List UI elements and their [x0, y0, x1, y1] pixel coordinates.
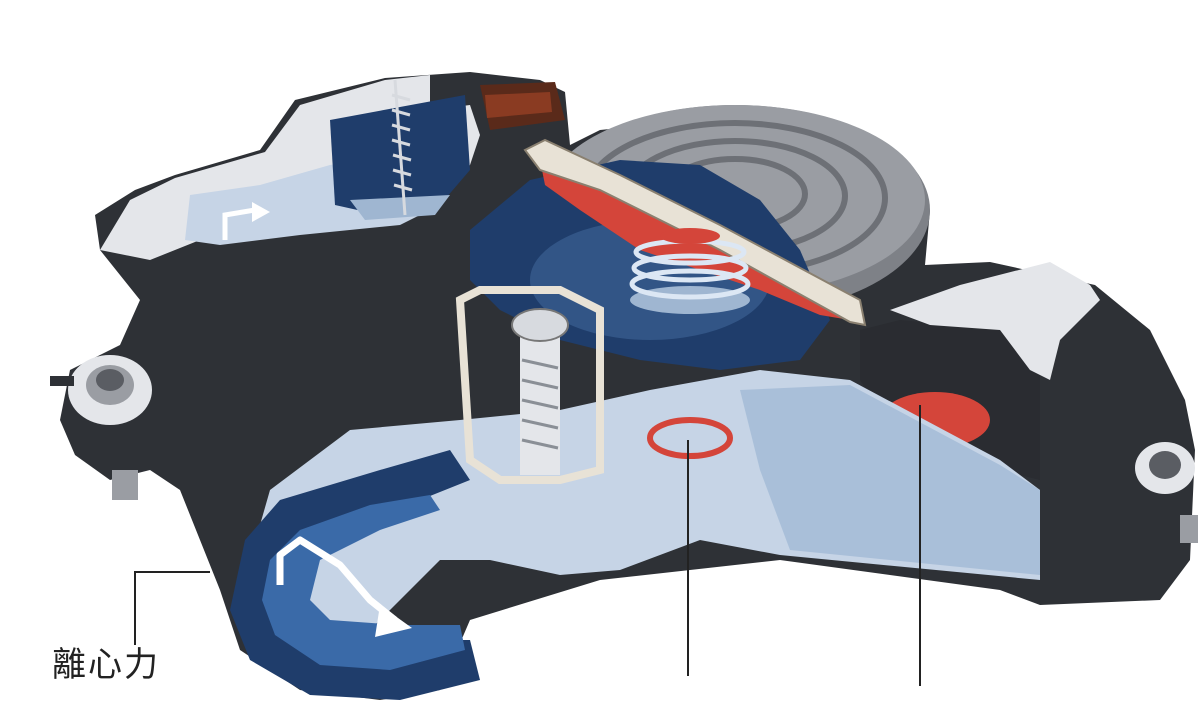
- centrifugal-force-label: 離心力: [52, 645, 160, 685]
- right-cap: [890, 262, 1100, 380]
- small-seal: [647, 417, 733, 459]
- post-walls: [455, 286, 604, 484]
- spring: [391, 79, 413, 216]
- center-bolt: [511, 308, 569, 475]
- leader-centrifugal: [134, 571, 210, 645]
- coil-stack: [629, 228, 751, 314]
- left-mount-bolt: [50, 355, 152, 500]
- outlet-pipe-inner: [262, 495, 465, 670]
- right-mount-bolt: [1135, 442, 1198, 543]
- spring-chamber-floor: [350, 195, 450, 220]
- flow-arrow-inlet: [222, 202, 270, 240]
- flow-arrow-outlet: [276, 536, 412, 637]
- copper-plate: [485, 92, 552, 118]
- leader-lines: [134, 405, 921, 686]
- lower-channel-shadow: [740, 385, 1040, 575]
